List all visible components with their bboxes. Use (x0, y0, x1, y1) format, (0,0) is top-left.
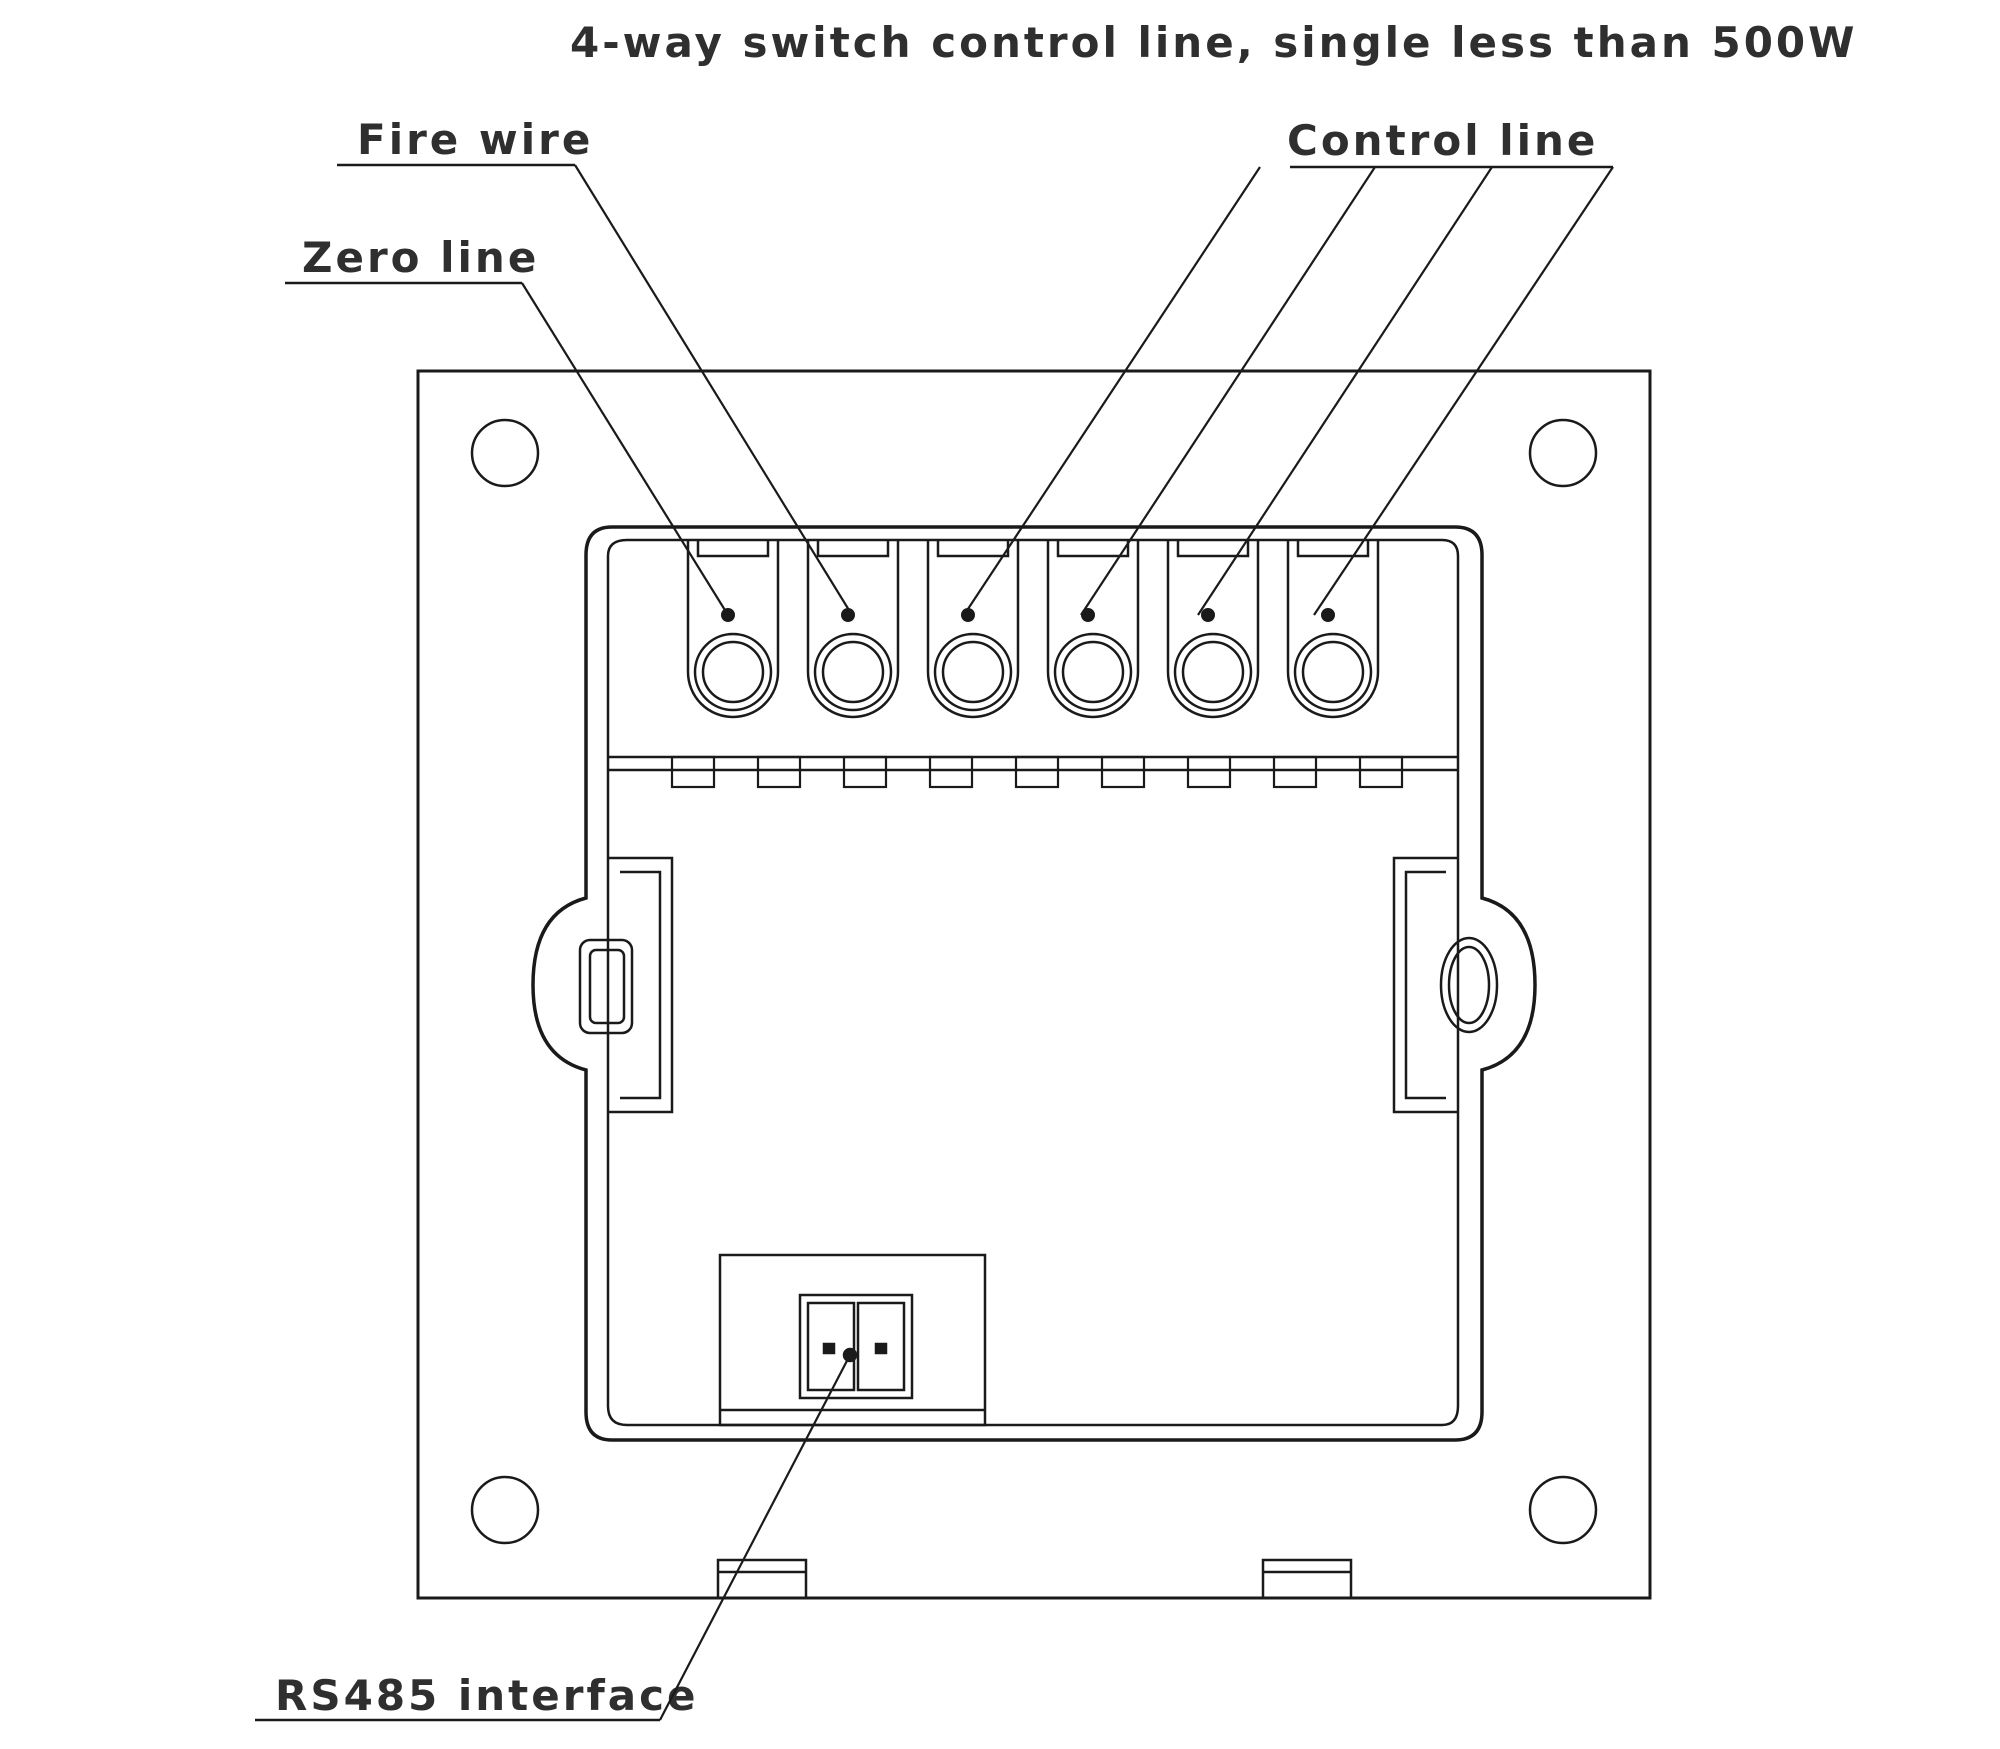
vent-slot-row (670, 755, 1404, 789)
control-line-label: Control line (1287, 116, 1598, 165)
right-latch (1392, 856, 1499, 1114)
terminal-screw (686, 540, 780, 719)
vent-slot (1186, 755, 1232, 789)
diagram-title: 4-way switch control line, single less t… (570, 18, 1857, 67)
label-underlines (255, 163, 1613, 1722)
terminal-screw (806, 540, 900, 719)
screw-hole-top-left (470, 418, 540, 488)
zero-line-label: Zero line (302, 233, 539, 282)
mounting-holes (470, 418, 1598, 1545)
vent-slot (756, 755, 802, 789)
vent-slot (1100, 755, 1146, 789)
screw-hole-bottom-right (1528, 1475, 1598, 1545)
screw-hole-top-right (1528, 418, 1598, 488)
left-latch (578, 856, 674, 1114)
vent-slot (928, 755, 974, 789)
terminal-block-frame (608, 755, 1458, 772)
bottom-clips (716, 1558, 1353, 1600)
switch-housing-inner (606, 538, 1460, 1427)
rs485-interface-label: RS485 interface (275, 1671, 698, 1720)
leader-lines (521, 164, 1614, 1721)
bottom-clip-right (1261, 1558, 1353, 1600)
fire-wire-label: Fire wire (357, 115, 593, 164)
vent-slot (842, 755, 888, 789)
rs485-port (798, 1293, 914, 1400)
terminal-screw (1046, 540, 1140, 719)
vent-slot (1014, 755, 1060, 789)
bottom-clip-left (716, 1558, 808, 1600)
vent-slot (1358, 755, 1404, 789)
switch-housing-outer (531, 525, 1537, 1442)
rs485-connector (718, 1253, 987, 1427)
terminal-row (686, 540, 1380, 719)
terminal-screw (1286, 540, 1380, 719)
screw-hole-bottom-left (470, 1475, 540, 1545)
terminal-screw (926, 540, 1020, 719)
terminal-screw (1166, 540, 1260, 719)
vent-slot (1272, 755, 1318, 789)
vent-slot (670, 755, 716, 789)
mounting-plate (416, 369, 1652, 1600)
